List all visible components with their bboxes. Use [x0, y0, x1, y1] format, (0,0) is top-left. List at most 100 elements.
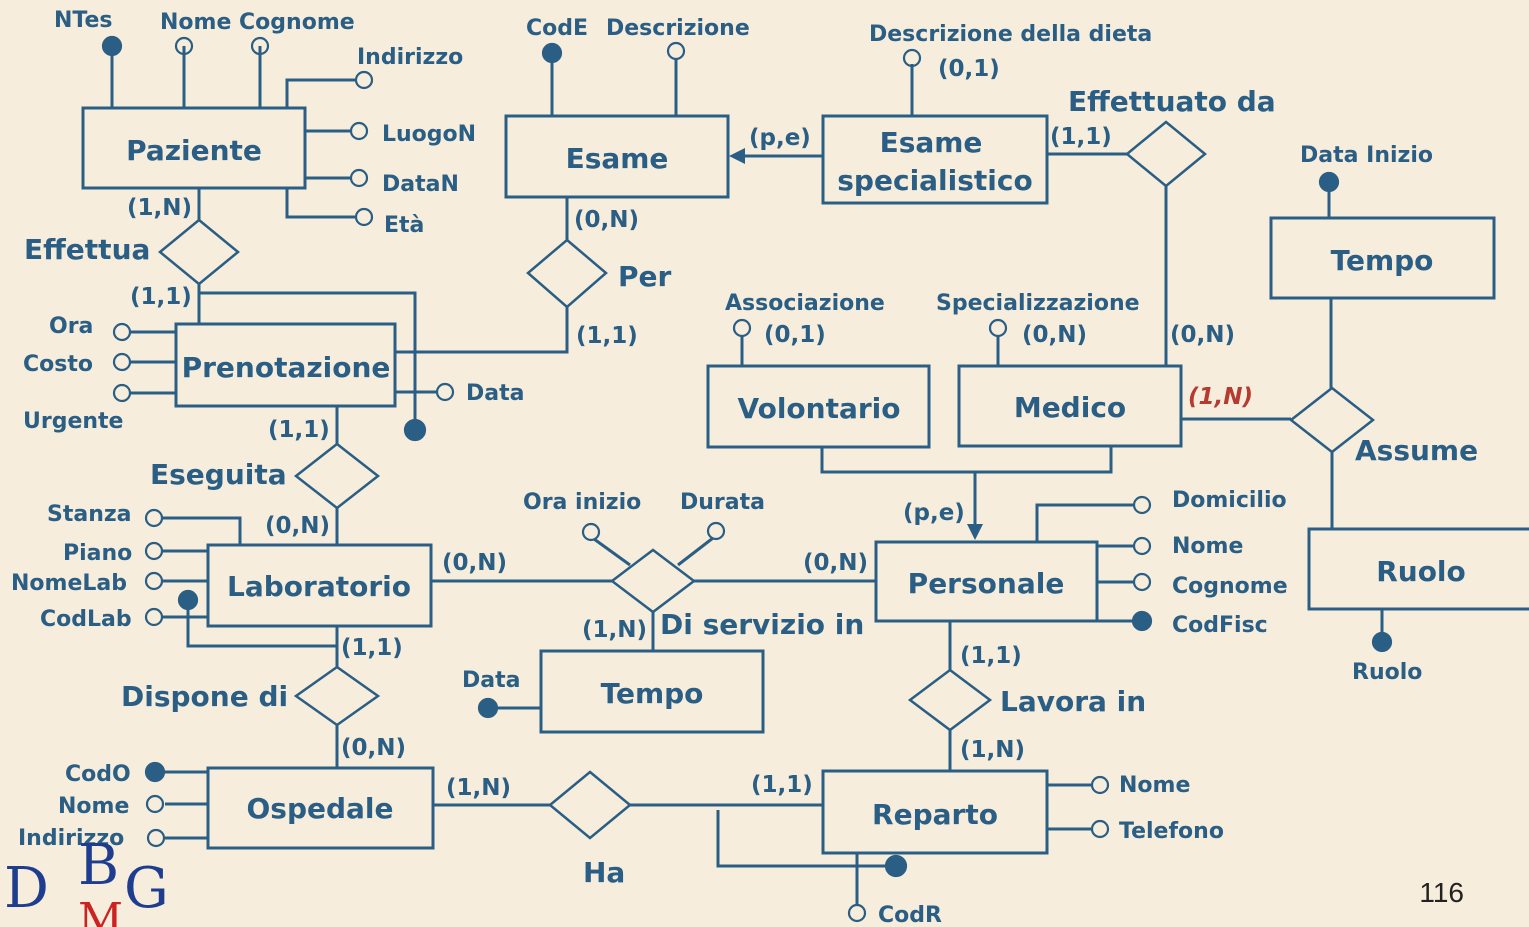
attr-luogon: LuogoN [382, 122, 476, 147]
card-isa-esame: (p,e) [749, 125, 811, 151]
entity-ruolo[interactable]: Ruolo [1307, 527, 1529, 611]
attr-durata: Durata [680, 490, 765, 515]
entity-personale[interactable]: Personale [874, 540, 1099, 623]
relationship-label: Ha [583, 856, 625, 889]
attr-nome-ospedale: Nome [58, 794, 129, 819]
relationship-effettuato-da[interactable]: Effettuato da [1068, 85, 1276, 188]
entity-label: Ospedale [246, 792, 393, 825]
entity-label: Prenotazione [182, 351, 391, 384]
attr-associazione: Associazione [725, 291, 885, 316]
entity-volontario[interactable]: Volontario [706, 364, 931, 449]
card-isa-personale: (p,e) [903, 500, 965, 526]
entity-label: Tempo [601, 677, 704, 710]
entity-medico[interactable]: Medico [957, 364, 1183, 448]
entity-label: Personale [908, 567, 1065, 600]
relationship-effettua[interactable]: Effettua [24, 218, 240, 286]
relationship-label: Assume [1355, 434, 1478, 467]
attr-codr: CodR [878, 903, 942, 927]
attr-codfisc: CodFisc [1172, 613, 1268, 638]
card-dieta: (0,1) [938, 56, 1000, 82]
entity-label: Esame [880, 126, 983, 159]
logo-letter-g: G [124, 856, 169, 921]
relationship-label: Per [618, 260, 672, 293]
card-prenotazione-eseguita: (1,1) [268, 417, 330, 443]
relationship-dispone-di[interactable]: Dispone di [121, 665, 381, 727]
entity-label: Ruolo [1376, 555, 1466, 588]
attr-costo: Costo [23, 352, 93, 377]
attr-nomelab: NomeLab [11, 571, 127, 596]
card-laboratorio-servizio: (0,N) [442, 550, 507, 576]
card-personale-lavora: (1,1) [960, 643, 1022, 669]
attr-piano: Piano [63, 541, 132, 566]
attr-ora: Ora [49, 314, 93, 339]
relationship-label: Dispone di [121, 680, 288, 713]
entity-label: Volontario [737, 392, 900, 425]
relationship-label: Di servizio in [660, 608, 864, 641]
entity-paziente[interactable]: Paziente [81, 106, 307, 190]
attr-codlab: CodLab [40, 607, 132, 632]
attr-telefono: Telefono [1119, 819, 1224, 844]
attr-ora-inizio: Ora inizio [523, 490, 641, 515]
relationship-di-servizio-in[interactable]: Di servizio in [609, 548, 864, 641]
attr-descrizione: Descrizione [606, 16, 750, 41]
entity-esame-specialistico[interactable]: Esame specialistico [821, 114, 1049, 205]
attr-indirizzo-ospedale: Indirizzo [18, 826, 124, 851]
relationship-lavora-in[interactable]: Lavora in [907, 668, 1146, 732]
attr-data-tempo: Data [462, 668, 520, 693]
attr-descrizione-dieta: Descrizione della dieta [869, 22, 1152, 47]
card-esame-per: (0,N) [574, 207, 639, 233]
logo-letter-d: D [4, 856, 49, 921]
attr-stanza: Stanza [47, 502, 132, 527]
card-medico-effettuato: (0,N) [1170, 322, 1235, 348]
card-personale-servizio: (0,N) [803, 550, 868, 576]
attr-eta: Età [384, 213, 424, 238]
attr-code: CodE [526, 16, 588, 41]
card-reparto-ha: (1,1) [751, 772, 813, 798]
entity-prenotazione[interactable]: Prenotazione [174, 322, 397, 408]
dbmg-logo: D B M G [4, 833, 169, 927]
attr-data-prenotazione: Data [466, 381, 524, 406]
card-ospedale-dispone: (0,N) [341, 735, 406, 761]
attr-ntes: NTes [54, 8, 113, 33]
attr-cognome: Cognome [1172, 574, 1288, 599]
relationship-eseguita[interactable]: Eseguita [150, 442, 381, 510]
entity-label: Laboratorio [227, 570, 411, 603]
card-associazione: (0,1) [764, 322, 826, 348]
entity-tempo-mid[interactable]: Tempo [539, 649, 765, 734]
relationship-ha[interactable]: Ha [548, 770, 632, 889]
card-medico-assume: (1,N) [1188, 384, 1253, 410]
entity-label: Esame [566, 142, 669, 175]
relationship-per[interactable]: Per [526, 238, 672, 309]
attribute-labels: NTes Nome Cognome Indirizzo LuogoN DataN… [11, 8, 1433, 927]
relationship-label: Eseguita [150, 458, 287, 491]
connector-lines [110, 46, 1384, 905]
card-prenotazione-per: (1,1) [576, 323, 638, 349]
entity-label: Paziente [126, 134, 262, 167]
card-reparto-lavora: (1,N) [960, 737, 1025, 763]
entity-label: Reparto [872, 798, 998, 831]
attr-codo: CodO [65, 762, 131, 787]
attr-specializzazione: Specializzazione [936, 291, 1140, 316]
entity-label: Tempo [1331, 244, 1434, 277]
entity-reparto[interactable]: Reparto [821, 769, 1049, 855]
card-laboratorio-eseguita: (0,N) [265, 513, 330, 539]
logo-letter-b: B [78, 833, 119, 898]
relationship-label: Effettua [24, 233, 150, 266]
isa-arrow-personale [967, 524, 983, 540]
cardinality-labels: (1,N) (1,1) (0,N) (1,1) (p,e) (0,1) (1,1… [127, 56, 1253, 801]
attr-urgente: Urgente [23, 409, 123, 434]
entity-tempo-top[interactable]: Tempo [1269, 216, 1496, 300]
attr-datan: DataN [382, 172, 459, 197]
entity-ospedale[interactable]: Ospedale [206, 766, 435, 850]
relationship-assume[interactable]: Assume [1288, 386, 1478, 467]
attr-ruolo: Ruolo [1352, 660, 1422, 685]
entity-esame[interactable]: Esame [504, 114, 730, 199]
card-tempo-servizio: (1,N) [582, 617, 647, 643]
logo-letter-m: M [78, 894, 123, 927]
attr-nome-personale: Nome [1172, 534, 1243, 559]
entity-label: specialistico [837, 164, 1032, 197]
entity-laboratorio[interactable]: Laboratorio [206, 543, 433, 628]
relationship-label: Lavora in [1000, 685, 1146, 718]
card-specializzazione: (0,N) [1022, 322, 1087, 348]
